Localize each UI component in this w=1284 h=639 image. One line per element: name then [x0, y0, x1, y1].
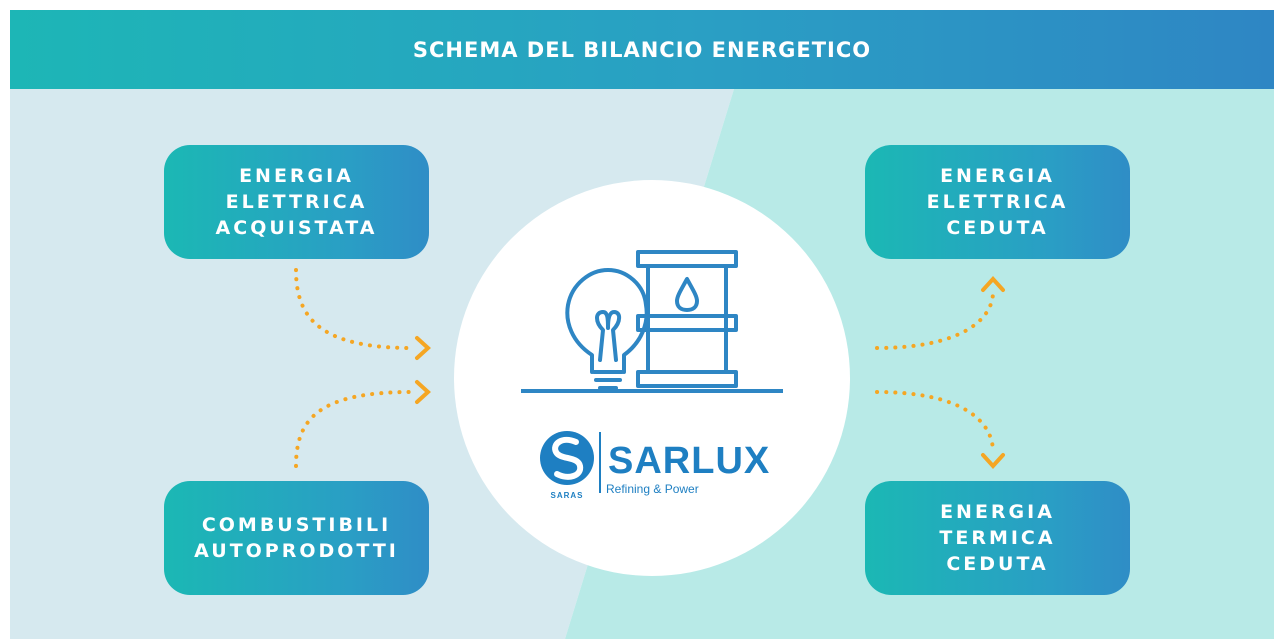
output-box-thermal-energy-sold: ENERGIA TERMICA CEDUTA	[865, 481, 1130, 595]
input-box-electric-energy-purchased: ENERGIA ELETTRICA ACQUISTATA	[164, 145, 429, 259]
header-bar: SCHEMA DEL BILANCIO ENERGETICO	[10, 10, 1274, 89]
box-line: ACQUISTATA	[215, 217, 378, 240]
box-line: ELETTRICA	[225, 190, 368, 213]
box-line: ENERGIA	[940, 500, 1055, 523]
box-line: CEDUTA	[946, 217, 1049, 240]
box-line: COMBUSTIBILI	[201, 513, 392, 536]
box-line: ENERGIA	[940, 164, 1055, 187]
logo-wordmark: SARLUX	[608, 440, 771, 482]
input-box-self-produced-fuels: COMBUSTIBILI AUTOPRODOTTI	[164, 481, 429, 595]
page-title: SCHEMA DEL BILANCIO ENERGETICO	[412, 37, 872, 62]
box-line: CEDUTA	[946, 553, 1049, 576]
logo-tagline: Refining & Power	[606, 482, 699, 496]
box-line: ENERGIA	[239, 164, 354, 187]
box-line: AUTOPRODOTTI	[194, 540, 399, 562]
logo-brand-label: SARAS	[550, 491, 584, 500]
output-box-electric-energy-sold: ENERGIA ELETTRICA CEDUTA	[865, 145, 1130, 259]
box-line: TERMICA	[939, 526, 1056, 549]
box-line: ELETTRICA	[926, 190, 1069, 213]
center-circle	[454, 180, 850, 576]
